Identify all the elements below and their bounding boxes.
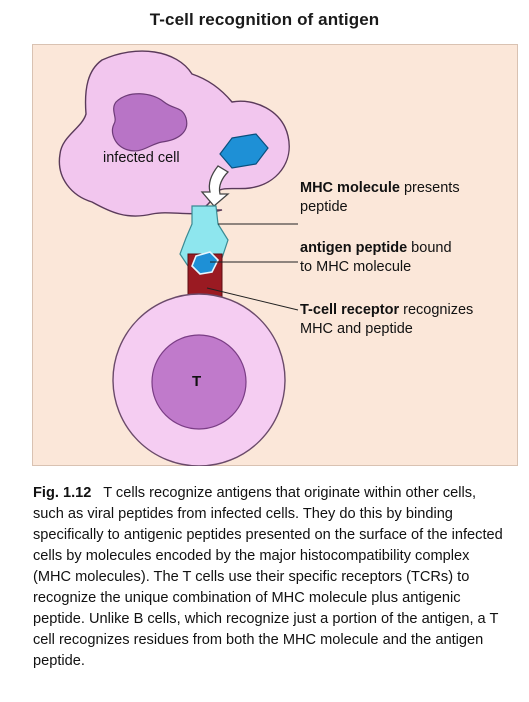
peptide-label: antigen peptide bound to MHC molecule [300, 240, 452, 275]
antigen-peptide-hexagon [219, 133, 269, 169]
figure-number: Fig. 1.12 [33, 485, 92, 501]
leader-line-tcr [206, 287, 299, 311]
t-cell-nucleus [151, 334, 247, 430]
bound-peptide [191, 251, 219, 275]
caption-text: T cells recognize antigens that originat… [33, 485, 503, 669]
processing-arrow [200, 165, 230, 207]
mhc-label: MHC molecule presents peptide [300, 180, 460, 215]
figure-title: T-cell recognition of antigen [149, 10, 380, 29]
t-cell-diagram [58, 50, 299, 466]
infected-cell-nucleus [111, 93, 188, 152]
t-cell-label: T [192, 373, 202, 390]
tcr-label: T-cell receptor recognizes MHC and pepti… [300, 302, 474, 337]
figure-caption: Fig. 1.12 T cells recognize antigens tha… [33, 483, 503, 672]
infected-cell-label: infected cell [103, 150, 180, 166]
